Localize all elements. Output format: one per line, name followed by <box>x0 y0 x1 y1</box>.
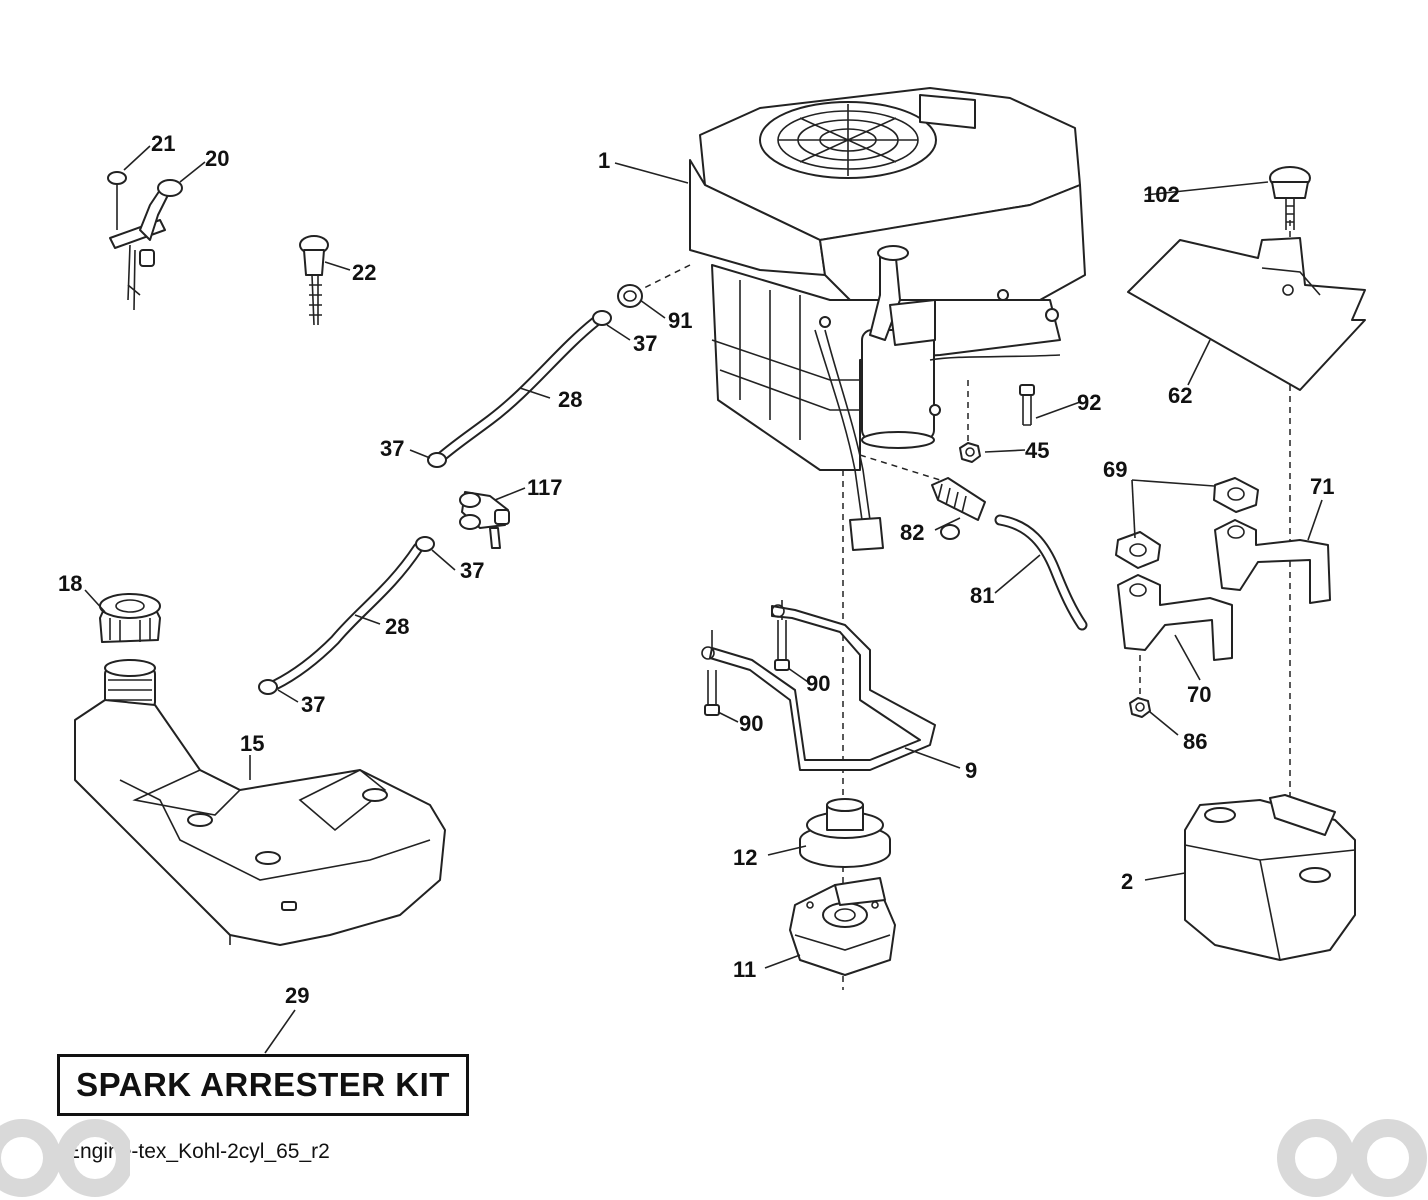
fuel-pump-82 <box>931 477 986 540</box>
fuel-tank-15 <box>74 659 446 946</box>
ao-logo-icon <box>1277 1119 1427 1197</box>
callout-37: 37 <box>460 558 484 583</box>
exhaust-pipe-70 <box>1117 574 1233 661</box>
callout-102: 102 <box>1143 182 1180 207</box>
leader-lines <box>84 145 1323 1054</box>
callout-37: 37 <box>633 331 657 356</box>
callout-29: 29 <box>285 983 309 1008</box>
callout-12: 12 <box>733 845 757 870</box>
bolt-92 <box>1019 384 1035 426</box>
engine <box>689 87 1086 551</box>
callout-22: 22 <box>352 260 376 285</box>
bracket-9 <box>701 604 936 771</box>
bolt-90 <box>774 620 790 671</box>
clamp-37 <box>415 536 435 552</box>
callout-82: 82 <box>900 520 924 545</box>
callout-90: 90 <box>806 671 830 696</box>
nut-86 <box>1129 697 1151 718</box>
heat-shield-62 <box>1127 237 1366 391</box>
callout-45: 45 <box>1025 438 1049 463</box>
callout-71: 71 <box>1310 474 1334 499</box>
callout-91: 91 <box>668 308 692 333</box>
callout-90: 90 <box>739 711 763 736</box>
kit-label-text: SPARK ARRESTER KIT <box>76 1066 450 1103</box>
gasket-69 <box>1115 531 1161 569</box>
callout-69: 69 <box>1103 457 1127 482</box>
callout-18: 18 <box>58 571 82 596</box>
callout-92: 92 <box>1077 390 1101 415</box>
fitting-91 <box>617 284 643 308</box>
callout-15: 15 <box>240 731 264 756</box>
callout-28: 28 <box>558 387 582 412</box>
callout-28: 28 <box>385 614 409 639</box>
exhaust-pipe-71 <box>1214 519 1331 604</box>
callout-117: 117 <box>527 475 563 500</box>
nut-45 <box>959 442 981 463</box>
throttle-lever <box>109 179 183 311</box>
pto-clutch-11 <box>789 877 896 976</box>
hose-81 <box>994 514 1088 631</box>
clamp-37 <box>592 310 612 326</box>
callout-2: 2 <box>1121 869 1133 894</box>
fuel-shutoff-117 <box>459 491 510 549</box>
callout-20: 20 <box>205 146 229 171</box>
gasket-69 <box>1213 477 1259 513</box>
callout-86: 86 <box>1183 729 1207 754</box>
callout-62: 62 <box>1168 383 1192 408</box>
spark-arrester-kit-label: SPARK ARRESTER KIT <box>57 1054 469 1116</box>
bolt-90 <box>704 670 720 716</box>
muffler-2 <box>1184 794 1356 961</box>
callout-11: 11 <box>733 957 756 982</box>
callout-21: 21 <box>151 131 175 156</box>
callout-9: 9 <box>965 758 977 783</box>
diagram-filename: Engine-tex_Kohl-2cyl_65_r2 <box>66 1140 330 1163</box>
hose-28-lower <box>269 542 424 691</box>
screw-21 <box>107 171 127 230</box>
pulley-12 <box>799 798 891 868</box>
clamp-37 <box>258 679 278 695</box>
hose-28-upper <box>434 316 601 464</box>
callout-37: 37 <box>301 692 325 717</box>
callout-37: 37 <box>380 436 404 461</box>
clamp-37 <box>427 452 447 468</box>
knob-102 <box>1269 166 1311 230</box>
callout-81: 81 <box>970 583 994 608</box>
ao-logo-icon <box>0 1119 130 1197</box>
choke-knob <box>299 235 329 326</box>
callout-1: 1 <box>598 148 610 173</box>
callout-70: 70 <box>1187 682 1211 707</box>
fuel-cap-18 <box>99 593 161 643</box>
